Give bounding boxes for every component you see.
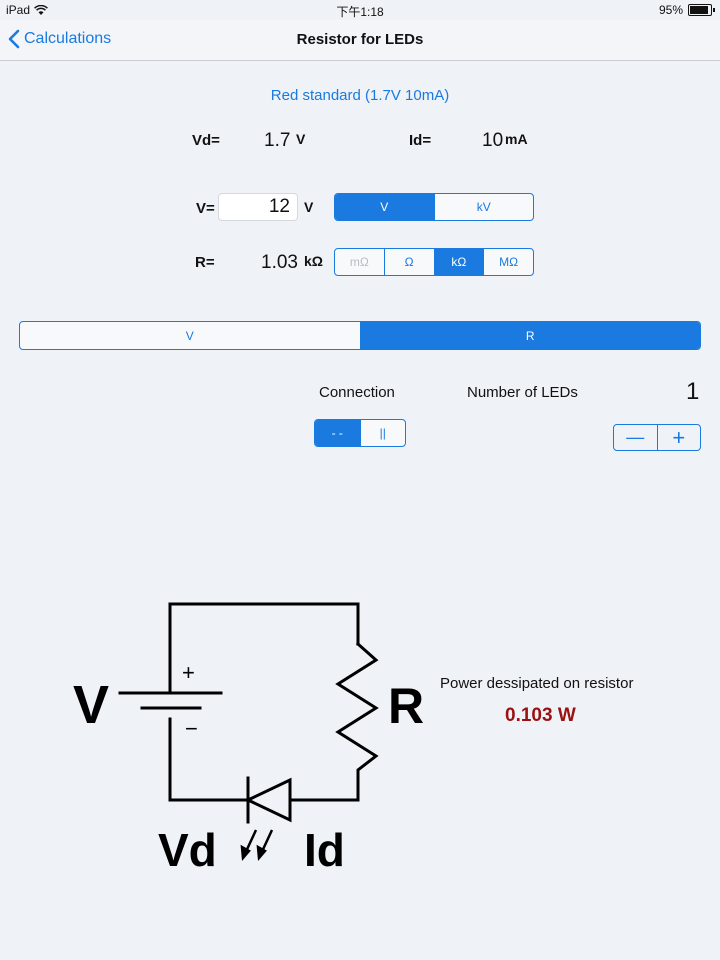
voltage-unit-kv[interactable]: kV xyxy=(433,194,534,220)
plus-icon: + xyxy=(672,424,686,450)
diode-triangle xyxy=(244,777,292,823)
status-left: iPad xyxy=(6,3,48,17)
resistance-unit: kΩ xyxy=(304,253,324,269)
resistance-unit-ohm[interactable]: Ω xyxy=(383,249,434,275)
led-count-stepper: — + xyxy=(613,424,701,451)
light-emission-icon xyxy=(240,829,274,862)
circuit-schematic: + − V R Vd Id xyxy=(73,602,424,876)
mode-r[interactable]: R xyxy=(359,322,700,349)
circuit-wire-bottom-left xyxy=(168,717,250,802)
voltage-unit: V xyxy=(304,199,314,215)
minus-icon: — xyxy=(626,427,645,447)
voltage-label: V= xyxy=(196,200,215,217)
back-label: Calculations xyxy=(24,30,112,47)
schematic-v-label: V xyxy=(73,675,109,735)
mode-v[interactable]: V xyxy=(185,328,194,343)
navigation-bar: Calculations Resistor for LEDs xyxy=(0,20,720,61)
device-name: iPad xyxy=(6,3,31,17)
wifi-icon xyxy=(34,4,48,15)
schematic-r-label: R xyxy=(388,678,424,734)
voltage-unit-selector: V kV xyxy=(334,193,534,221)
schematic-plus: + xyxy=(182,660,195,685)
resistance-unit-megaohm[interactable]: MΩ xyxy=(483,249,533,275)
status-time: 下午1:18 xyxy=(336,5,384,19)
id-unit: mA xyxy=(505,131,528,147)
vd-value: 1.7 xyxy=(264,130,291,151)
resistance-label: R= xyxy=(195,254,215,271)
battery-percent: 95% xyxy=(658,3,683,17)
resistance-unit-selector: mΩ Ω kΩ MΩ xyxy=(334,248,534,276)
vd-label: Vd= xyxy=(192,132,220,149)
resistance-value: 1.03 xyxy=(261,252,298,273)
resistor-symbol xyxy=(335,641,379,802)
resistance-unit-milliohm[interactable]: mΩ xyxy=(349,255,369,269)
schematic-vd-label: Vd xyxy=(158,824,217,876)
connection-label: Connection xyxy=(319,384,395,401)
vd-unit: V xyxy=(296,131,306,147)
resistance-unit-kiloohm[interactable]: kΩ xyxy=(433,249,484,275)
decrement-button[interactable]: — xyxy=(614,425,657,450)
schematic-id-label: Id xyxy=(304,824,345,876)
increment-button[interactable]: + xyxy=(656,424,701,450)
schematic-minus: − xyxy=(185,716,198,741)
connection-parallel[interactable]: || xyxy=(359,420,406,446)
connection-series[interactable]: - - xyxy=(315,420,360,446)
circuit-wire-top xyxy=(168,602,360,693)
led-count-value: 1 xyxy=(686,378,700,405)
battery-icon xyxy=(688,4,715,16)
voltage-input[interactable]: 12 xyxy=(218,193,298,221)
back-button[interactable]: Calculations xyxy=(8,29,111,49)
led-type-link[interactable]: Red standard (1.7V 10mA) xyxy=(270,87,450,104)
id-label: Id= xyxy=(409,132,432,149)
connection-selector: - - || xyxy=(314,419,406,447)
power-value: 0.103 W xyxy=(505,705,576,726)
power-label: Power dessipated on resistor xyxy=(440,675,634,692)
battery-fill xyxy=(690,6,709,14)
mode-selector: V R xyxy=(19,321,701,350)
voltage-unit-v[interactable]: V xyxy=(335,194,434,220)
chevron-left-icon xyxy=(8,29,20,49)
page-title: Resistor for LEDs xyxy=(296,31,424,48)
led-count-label: Number of LEDs xyxy=(467,384,578,401)
status-bar: iPad 下午1:18 95% xyxy=(0,0,720,20)
id-value: 10 xyxy=(482,130,504,151)
battery-cap xyxy=(713,8,715,12)
status-right: 95% xyxy=(658,3,715,17)
